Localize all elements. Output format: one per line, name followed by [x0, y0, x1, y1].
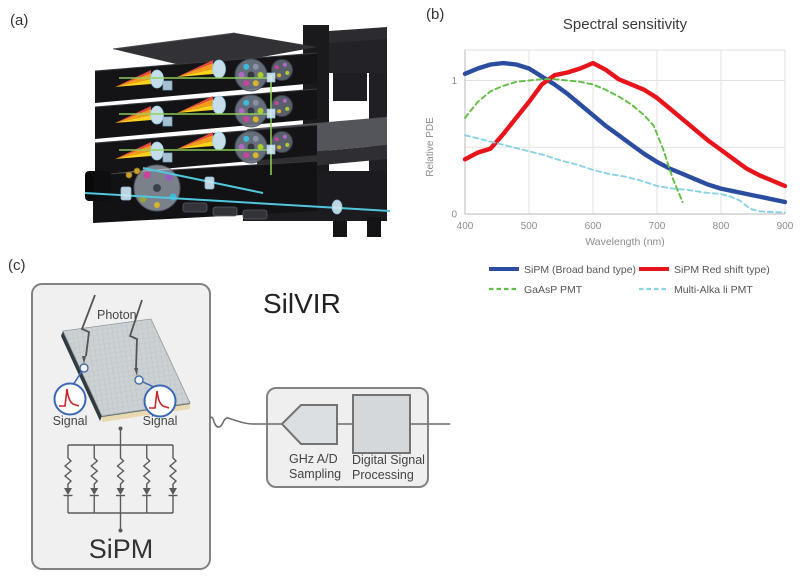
series-SiPM (Broad band type) — [462, 60, 788, 205]
panel-label-a: (a) — [10, 12, 29, 29]
adc-symbol — [280, 404, 338, 445]
photon-label: Photon — [97, 308, 137, 322]
beamsplitter-cube — [162, 80, 173, 91]
collection-lens — [150, 69, 164, 89]
legend-label: GaAsP PMT — [524, 284, 583, 296]
microcell-hit-right — [134, 375, 144, 385]
photon-arrows — [80, 294, 143, 376]
quench-resistor — [63, 445, 73, 488]
collection-lens — [150, 141, 164, 161]
y-tick-label: 0 — [451, 210, 457, 221]
photodiode — [90, 488, 99, 495]
filter-wheel — [234, 94, 293, 128]
x-tick-label: 600 — [585, 221, 602, 232]
quench-resistor — [116, 445, 125, 488]
legend-label: SiPM (Broad band type) — [524, 264, 636, 276]
silvir-diagram — [31, 283, 450, 570]
x-tick-label: 700 — [649, 221, 666, 232]
excitation-beams-green — [119, 75, 272, 175]
dsp-label-line2: Processing — [352, 468, 414, 482]
signal-label-right: Signal — [142, 414, 178, 428]
signal-wire — [209, 416, 267, 428]
photodiode — [116, 488, 125, 495]
filter-wheel — [234, 130, 293, 164]
silvir-title: SilVIR — [263, 288, 341, 319]
y-tick-label: 1 — [451, 76, 457, 87]
x-tick-label: 800 — [713, 221, 730, 232]
photodiode — [169, 488, 177, 495]
instrument-photo-panel — [84, 25, 391, 238]
quench-resistor — [142, 445, 151, 488]
sma-connector — [125, 171, 133, 179]
beam-mirrors — [266, 72, 276, 155]
sma-connector — [133, 167, 141, 175]
sipm-label: SiPM — [88, 534, 154, 564]
plot-border — [464, 49, 786, 215]
collection-lens — [212, 131, 226, 151]
adc-label-line2: Sampling — [289, 467, 342, 481]
signal-label-left: Signal — [52, 414, 88, 428]
series-Multi-Alka li PMT — [464, 134, 786, 214]
dispersion-row-3 — [115, 131, 226, 163]
x-tick-label: 900 — [777, 221, 794, 232]
quench-resistor — [168, 445, 178, 488]
filter-wheel — [234, 58, 293, 92]
quench-resistor — [90, 445, 99, 488]
series-GaAsP PMT — [464, 78, 684, 203]
x-tick-label: 400 — [457, 221, 474, 232]
beamsplitter-cube — [162, 116, 173, 127]
dsp-block — [352, 394, 411, 454]
adc-label-line1: GHz A/D — [289, 452, 338, 466]
series-SiPM Red shift type) — [462, 60, 788, 189]
x-tick-label: 500 — [521, 221, 538, 232]
y-axis-label: Relative PDE — [425, 117, 436, 177]
collection-lens — [212, 95, 226, 115]
instrument-photo — [84, 25, 391, 237]
panel-label-c: (c) — [8, 257, 26, 274]
panel-label-b: (b) — [426, 6, 445, 23]
collection-lens — [150, 105, 164, 125]
beamsplitter-cube — [162, 152, 173, 163]
x-axis-label: Wavelength (nm) — [585, 236, 665, 248]
photodiode — [142, 488, 151, 495]
collection-lens — [212, 59, 226, 79]
io-connectors — [182, 202, 268, 220]
signal-pulse-right — [143, 384, 177, 418]
spectral-dispersion-units — [115, 59, 226, 163]
chart-title: Spectral sensitivity — [563, 16, 688, 33]
photodiode — [64, 488, 72, 495]
legend-label: Multi-Alka li PMT — [674, 284, 753, 296]
dispersion-row-1 — [115, 59, 226, 91]
spectral-sensitivity-chart: Spectral sensitivity 400 500 600 700 800 900 1 0… — [425, 16, 794, 296]
circuit-branches — [63, 445, 178, 513]
dsp-label-line1: Digital Signal — [352, 453, 425, 467]
microcell-hit-left — [79, 363, 89, 373]
filter-wheels — [234, 58, 293, 164]
beam-lenses — [120, 176, 343, 215]
signal-pulse-left — [53, 382, 87, 416]
legend-label: SiPM Red shift type) — [674, 264, 770, 276]
